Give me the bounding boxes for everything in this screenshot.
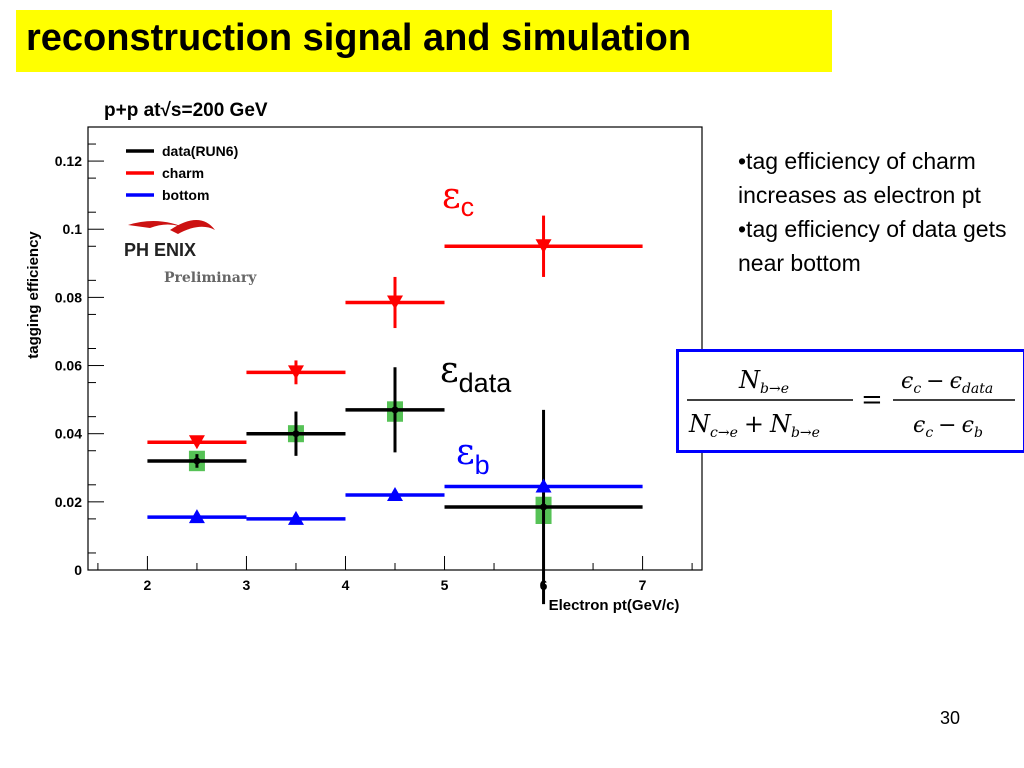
bullet-list: •tag efficiency of charm increases as el… [738, 144, 1024, 280]
logo-subtext: Preliminary [164, 270, 257, 286]
chart-container: p+p at√s=200 GeV 2 3 4 5 6 7 0 0.02 0.04 0.06 0.08… [0, 80, 740, 645]
legend-label: charm [162, 165, 204, 181]
phenix-logo: PH ENIX Preliminary [124, 220, 257, 286]
charm-point [387, 295, 403, 310]
x-tick-label: 4 [342, 577, 350, 593]
legend-label: data(RUN6) [162, 143, 238, 159]
y-axis-label: tagging efficiency [25, 231, 42, 359]
x-tick-label: 5 [441, 577, 449, 593]
epsilon-data-label: εdata [440, 350, 511, 398]
efficiency-chart: p+p at√s=200 GeV 2 3 4 5 6 7 0 0.02 0.04 0.06 0.08… [25, 100, 703, 614]
bottom-point [287, 510, 304, 525]
x-tick-label: 2 [144, 577, 152, 593]
charm-point [287, 365, 304, 380]
data(RUN6)-point [391, 406, 399, 414]
epsilon-bottom-sub: b [474, 450, 490, 480]
bullet-item: •tag efficiency of data gets near bottom [738, 216, 1007, 276]
y-tick-label: 0.1 [63, 221, 83, 237]
formula-denominator-left: Nc→e+Nb→e [688, 410, 820, 441]
y-tick-label: 0.12 [55, 153, 82, 169]
formula-numerator-right: ϵc−ϵdata [901, 369, 993, 397]
legend-label: bottom [162, 187, 209, 203]
epsilon-bottom-label: εb [456, 432, 490, 480]
formula-equals: = [861, 385, 883, 415]
x-tick-label: 3 [243, 577, 251, 593]
formula-box: Nb→e Nc→e+Nb→e = ϵc−ϵdata ϵc−ϵb [676, 349, 1024, 453]
y-tick-label: 0.04 [55, 426, 82, 442]
y-tick-label: 0.02 [55, 494, 82, 510]
data(RUN6)-point [292, 430, 300, 438]
formula-numerator-left: Nb→e [738, 366, 789, 397]
slide-title: reconstruction signal and simulation [26, 17, 692, 59]
bottom-point [387, 487, 403, 502]
epsilon-data-sub: data [458, 368, 512, 398]
phoenix-wing-icon [170, 220, 215, 234]
phoenix-bird-icon [128, 221, 190, 230]
bullet-item: •tag efficiency of charm increases as el… [738, 148, 981, 208]
epsilon-charm-sub: c [460, 192, 475, 222]
formula-equation: Nb→e Nc→e+Nb→e = ϵc−ϵdata ϵc−ϵb [687, 366, 1015, 441]
chart-title: p+p at√s=200 GeV [104, 100, 268, 121]
logo-text: PH ENIX [124, 240, 196, 260]
formula-denominator-right: ϵc−ϵb [913, 413, 983, 441]
page-number: 30 [940, 708, 961, 728]
epsilon-data-symbol: ε [440, 350, 459, 391]
epsilon-charm-symbol: ε [442, 176, 461, 217]
bottom-point [188, 509, 205, 524]
epsilon-charm-label: εc [442, 176, 474, 222]
charm-point [535, 239, 552, 254]
epsilon-bottom-symbol: ε [456, 432, 475, 473]
y-tick-label: 0 [74, 562, 82, 578]
x-axis-label: Electron pt(GeV/c) [549, 597, 680, 614]
y-tick-label: 0.08 [55, 289, 82, 305]
data(RUN6)-point [193, 457, 201, 465]
x-tick-label: 6 [540, 577, 548, 593]
x-tick-label: 7 [639, 577, 647, 593]
legend: data(RUN6) charm bottom [126, 143, 238, 203]
y-tick-label: 0.06 [55, 358, 82, 374]
data(RUN6)-point [540, 503, 548, 511]
title-banner [16, 10, 832, 72]
charm-point [188, 435, 205, 450]
bottom-point [535, 478, 552, 493]
